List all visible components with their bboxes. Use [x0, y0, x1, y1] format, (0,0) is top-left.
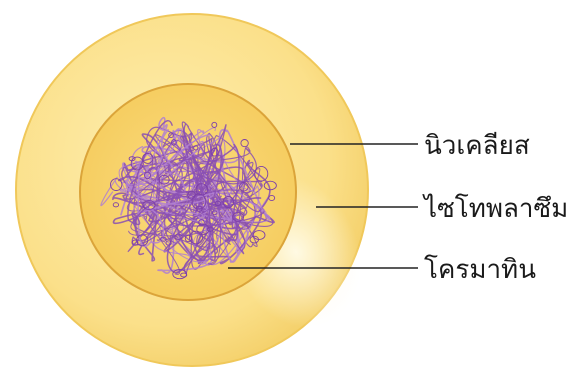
- label-cytoplasm: ไซโทพลาซึม: [422, 193, 568, 224]
- label-chromatin: โครมาทิน: [424, 254, 536, 285]
- label-nucleus: นิวเคลียส: [424, 131, 530, 161]
